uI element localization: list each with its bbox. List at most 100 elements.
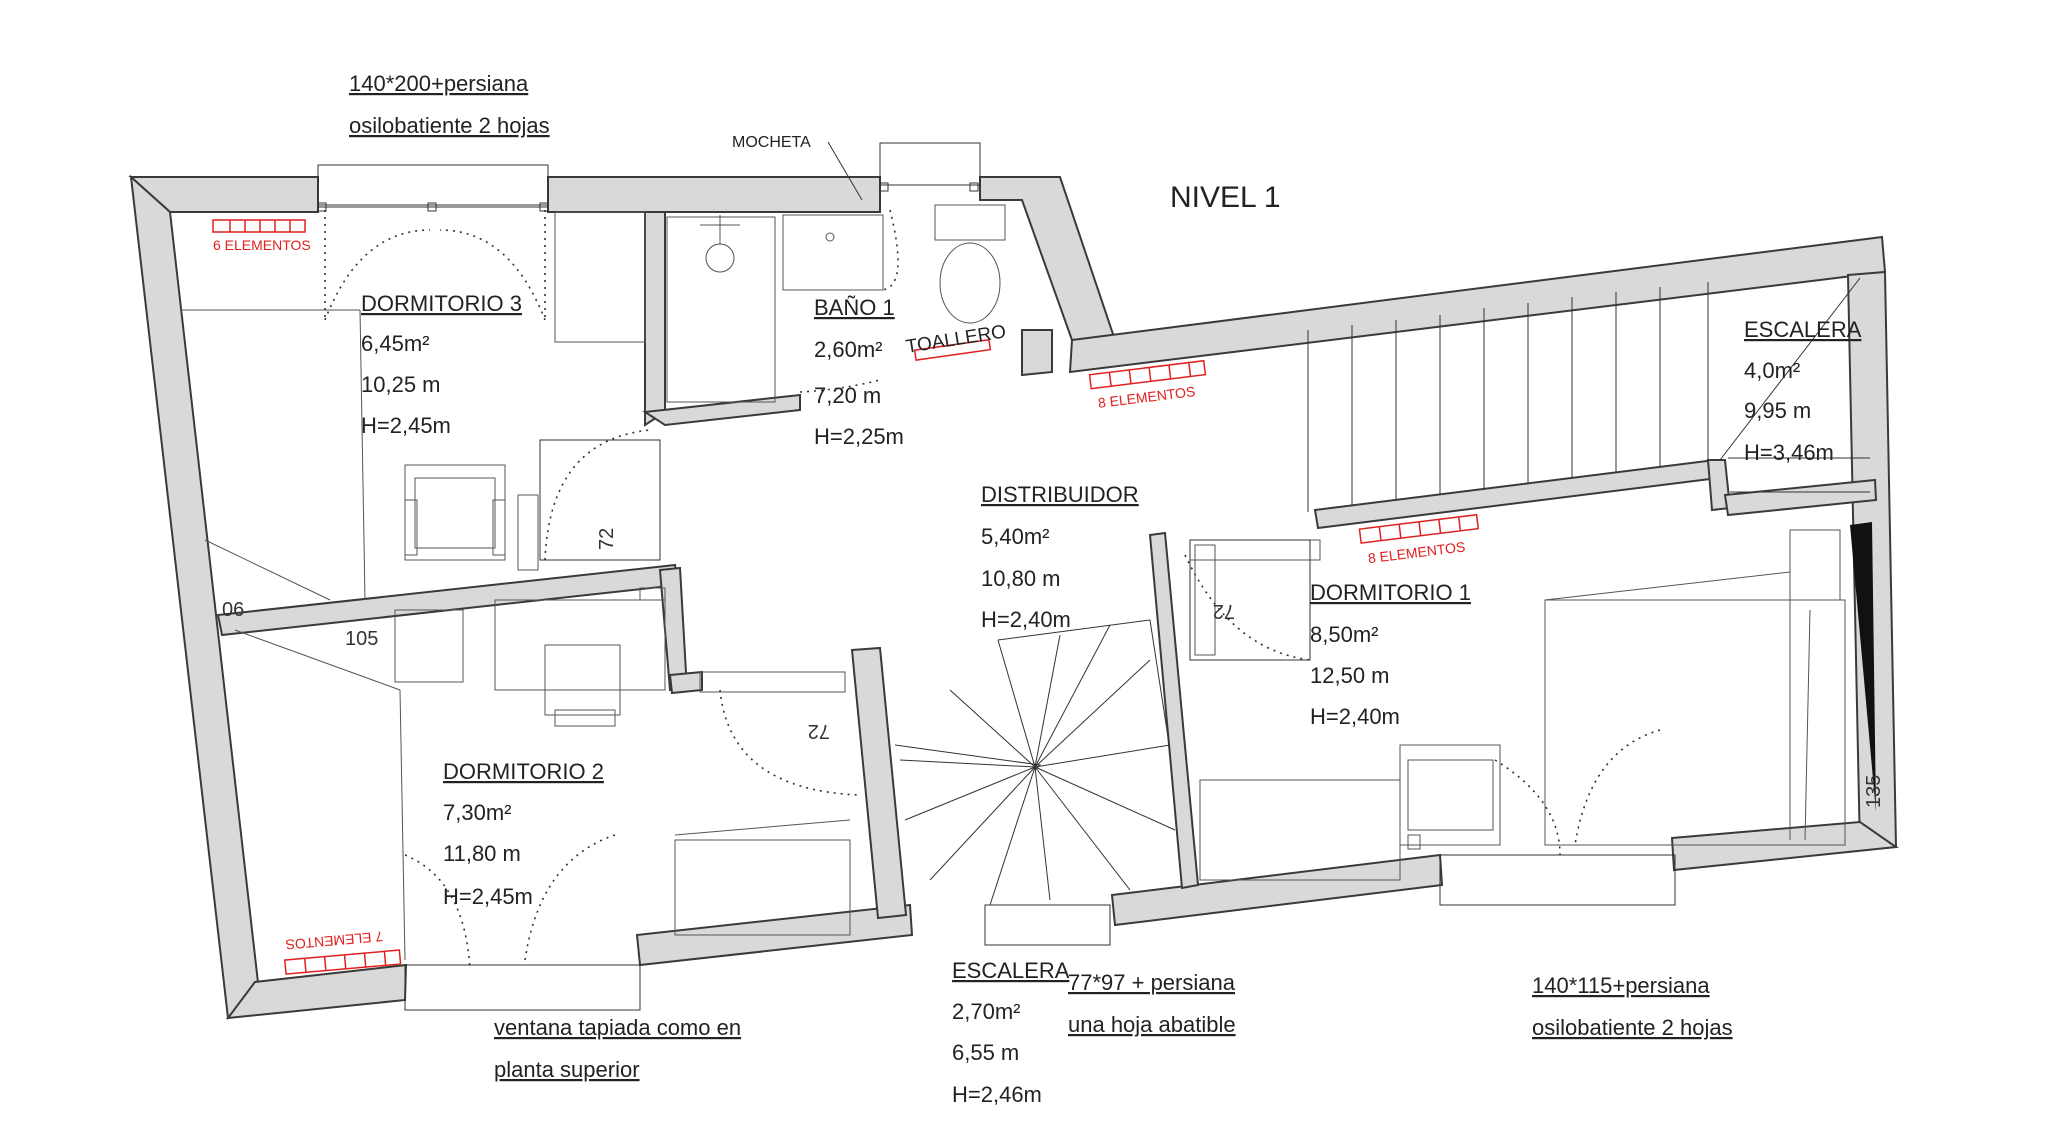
bed-dorm2 [674,839,851,936]
label-mocheta: MOCHETA [732,134,811,151]
wall-stair-left [850,646,908,920]
note-window-dormitorio2: ventana tapiada como en planta superior [494,1015,741,1082]
room-name: BAÑO 1 [814,295,895,320]
dim-72-a: 72 [596,528,618,550]
wall-bath-left [644,211,666,427]
room-height: H=2,46m [952,1082,1042,1107]
room-area: 5,40m² [981,524,1049,549]
bedside-dorm2 [394,609,464,683]
wall-bottom-mid [1110,853,1444,927]
note-window-dormitorio3: 140*200+persiana osilobatiente 2 hojas [349,71,550,138]
wall-top-mid [547,176,881,213]
room-perimeter: 10,80 m [981,566,1061,591]
room-height: H=2,40m [1310,704,1400,729]
radiator-dorm1: 8 ELEMENTOS [1358,513,1480,566]
window-dormitorio2 [404,964,641,1011]
room-perimeter: 10,25 m [361,372,441,397]
room-escalera-inferior: ESCALERA 2,70m² 6,55 m H=2,46m [952,958,1070,1107]
wall-stair-right [1148,531,1200,890]
desk-dorm1 [1199,779,1401,881]
bed-dorm1 [1544,599,1846,846]
washbasin [782,214,884,291]
note-window-escalera: 77*97 + persiana una hoja abatible [1068,970,1236,1037]
label-toallero: TOALLERO [904,321,1007,358]
note-line2: una hoja abatible [1068,1012,1236,1037]
stair-spiral [894,619,1176,906]
radiator-dorm1-label: 8 ELEMENTOS [1367,538,1466,566]
note-line2: planta superior [494,1057,640,1082]
door-dorm2-window-r [524,834,616,961]
wardrobe-dorm1 [1189,539,1321,561]
note-line2: osilobatiente 2 hojas [349,113,550,138]
dim-72-b: 72 [808,720,830,742]
wall-bottom-right [1670,820,1899,872]
room-name: DORMITORIO 1 [1310,580,1471,605]
window-dormitorio3 [317,164,549,208]
door-dorm1-window-l [1494,759,1561,856]
window-dormitorio1 [1439,854,1676,906]
wall-dist-left [658,566,689,691]
room-height: H=2,25m [814,424,904,449]
room-name: ESCALERA [1744,317,1862,342]
dim-135: 135 [1863,775,1885,808]
shower-head [705,243,735,273]
room-escalera-superior: ESCALERA 4,0m² 9,95 m H=3,46m [1744,317,1862,465]
room-dormitorio3: DORMITORIO 3 6,45m² 10,25 m H=2,45m [361,291,522,438]
note-line1: 77*97 + persiana [1068,970,1236,995]
door-dorm1-window-r [1574,729,1661,846]
toilet-tank [934,204,1006,241]
room-area: 2,70m² [952,999,1020,1024]
wall-dist-left2 [668,670,703,695]
radiator-distribuidor-label: 8 ELEMENTOS [1097,383,1196,411]
room-height: H=2,45m [443,884,533,909]
room-height: H=3,46m [1744,440,1834,465]
desk-dorm2 [494,599,666,691]
dim-72-c: 72 [1213,600,1235,622]
room-area: 8,50m² [1310,622,1378,647]
wall-dorm1-top [1313,458,1720,530]
toilet-bowl [939,242,1001,324]
room-perimeter: 12,50 m [1310,663,1390,688]
dim-06: 06 [222,599,244,621]
door-dorm2-dist [719,689,861,796]
dim-105: 105 [345,628,378,650]
note-line1: ventana tapiada como en [494,1015,741,1040]
plan-title: NIVEL 1 [1170,181,1281,214]
wall-bath-right [1021,329,1053,377]
room-perimeter: 9,95 m [1744,398,1811,423]
door-bano [879,209,899,291]
radiator-dorm2-label: 7 ELEMENTOS [285,928,384,952]
radiator-dorm3-label: 6 ELEMENTOS [213,237,311,253]
room-perimeter: 11,80 m [443,841,521,866]
wall-esc-bottom [1723,478,1878,517]
window-escalera [984,904,1111,946]
window-bano [879,142,981,186]
room-height: H=2,45m [361,413,451,438]
room-height: H=2,40m [981,607,1071,632]
room-name: DORMITORIO 3 [361,291,522,316]
note-line1: 140*200+persiana [349,71,529,96]
wall-top-right [1068,235,1887,374]
radiator-dorm3: 6 ELEMENTOS [212,219,311,253]
room-area: 7,30m² [443,800,511,825]
room-area: 6,45m² [361,331,429,356]
room-name: DISTRIBUIDOR [981,482,1139,507]
wall-bath-bottom [642,393,801,427]
room-name: ESCALERA [952,958,1070,983]
room-dormitorio2: DORMITORIO 2 7,30m² 11,80 m H=2,45m [443,759,604,909]
door-dorm3-dist [544,429,651,561]
wardrobe-dorm3 [554,211,646,343]
note-line2: osilobatiente 2 hojas [1532,1015,1733,1040]
room-perimeter: 7,20 m [814,383,881,408]
wardrobe-distribuidor [699,671,846,693]
room-bano1: BAÑO 1 2,60m² 7,20 m H=2,25m [814,295,904,449]
nightstand-dorm1 [1789,529,1841,601]
note-line1: 140*115+persiana [1532,973,1710,998]
door-dormitorio3 [324,229,431,321]
wall-left [129,174,262,1020]
note-window-dormitorio1: 140*115+persiana osilobatiente 2 hojas [1532,973,1733,1040]
room-distribuidor: DISTRIBUIDOR 5,40m² 10,80 m H=2,40m [981,482,1139,632]
towel-rail [913,338,992,361]
chair-dorm3 [404,464,506,561]
